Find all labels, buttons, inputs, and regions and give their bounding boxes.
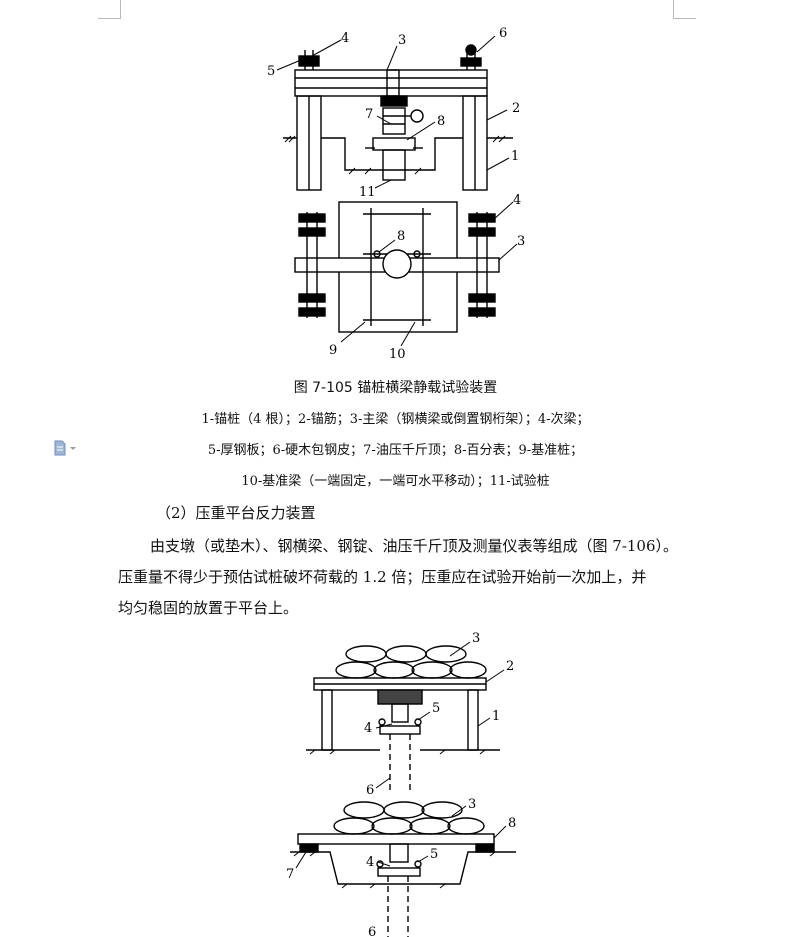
fig2a-label-6: 6 xyxy=(366,783,374,798)
fig2b-label-4: 4 xyxy=(366,855,374,870)
figure-legend-line-2: 5-厚钢板；6-硬木包钢皮；7-油压千斤顶；8-百分表；9-基准桩； xyxy=(207,443,584,458)
fig2a-label-2: 2 xyxy=(506,659,514,674)
figure-7-105-caption: 图 7-105 锚桩横梁静载试验装置 xyxy=(293,380,498,396)
fig1-plan-label-3: 3 xyxy=(517,234,525,249)
paragraph-line-3: 均匀稳固的放置于平台上。 xyxy=(118,599,299,617)
section-heading: （2）压重平台反力装置 xyxy=(156,504,316,522)
figure-legend-line-3: 10-基准梁（一端固定，一端可水平移动）；11-试验桩 xyxy=(241,474,550,489)
anchor-pile-plan-figure: 8 4 3 9 10 xyxy=(294,193,525,362)
fig1-label-5: 5 xyxy=(267,64,275,79)
fig2b-label-3: 3 xyxy=(468,797,476,812)
weight-platform-figure-b: 3 8 4 5 7 6 xyxy=(286,797,516,937)
paragraph-line-2: 压重量不得少于预估试桩破坏荷载的 1.2 倍；压重应在试验开始前一次加上，并 xyxy=(118,568,647,586)
figure-legend-line-1: 1-锚桩（4 根）；2-锚筋；3-主梁（钢横梁或倒置钢桁架）；4-次梁； xyxy=(201,412,590,427)
crop-mark-left xyxy=(98,0,121,19)
fig1-label-1: 1 xyxy=(511,149,519,164)
weight-platform-figure-a: 3 2 4 5 1 6 xyxy=(306,631,514,798)
fig1-plan-label-4: 4 xyxy=(513,193,521,208)
fig2a-label-4: 4 xyxy=(364,721,372,736)
fig1-label-7: 7 xyxy=(365,107,373,122)
main-beam xyxy=(294,69,488,97)
fig2a-label-1: 1 xyxy=(492,709,500,724)
fig1-plan-label-8: 8 xyxy=(397,229,405,244)
fig1-label-11: 11 xyxy=(359,185,376,200)
fig1-label-8: 8 xyxy=(437,114,445,129)
fig2b-label-7: 7 xyxy=(286,867,294,882)
fig1-label-2: 2 xyxy=(512,101,520,116)
weight-stack-b xyxy=(333,801,485,835)
anchor-pile-elevation-figure: 4 3 6 5 2 7 8 1 11 xyxy=(267,26,520,200)
fig2b-label-8: 8 xyxy=(508,816,516,831)
weight-stack-a xyxy=(335,645,487,679)
fig2a-label-3: 3 xyxy=(472,631,480,646)
crop-mark-right xyxy=(673,0,696,19)
fig1-plan-label-9: 9 xyxy=(329,343,337,358)
document-icon[interactable] xyxy=(53,440,79,456)
fig2b-label-6: 6 xyxy=(368,925,376,937)
fig1-label-4: 4 xyxy=(341,31,349,46)
fig1-label-6: 6 xyxy=(499,26,507,41)
fig2b-label-5: 5 xyxy=(430,847,438,862)
paragraph-line-1: 由支墩（或垫木）、钢横梁、钢锭、油压千斤顶及测量仪表等组成（图 7-106）。 xyxy=(150,537,679,555)
fig1-plan-label-10: 10 xyxy=(389,347,406,362)
fig1-label-3: 3 xyxy=(398,33,406,48)
fig2a-label-5: 5 xyxy=(432,701,440,716)
